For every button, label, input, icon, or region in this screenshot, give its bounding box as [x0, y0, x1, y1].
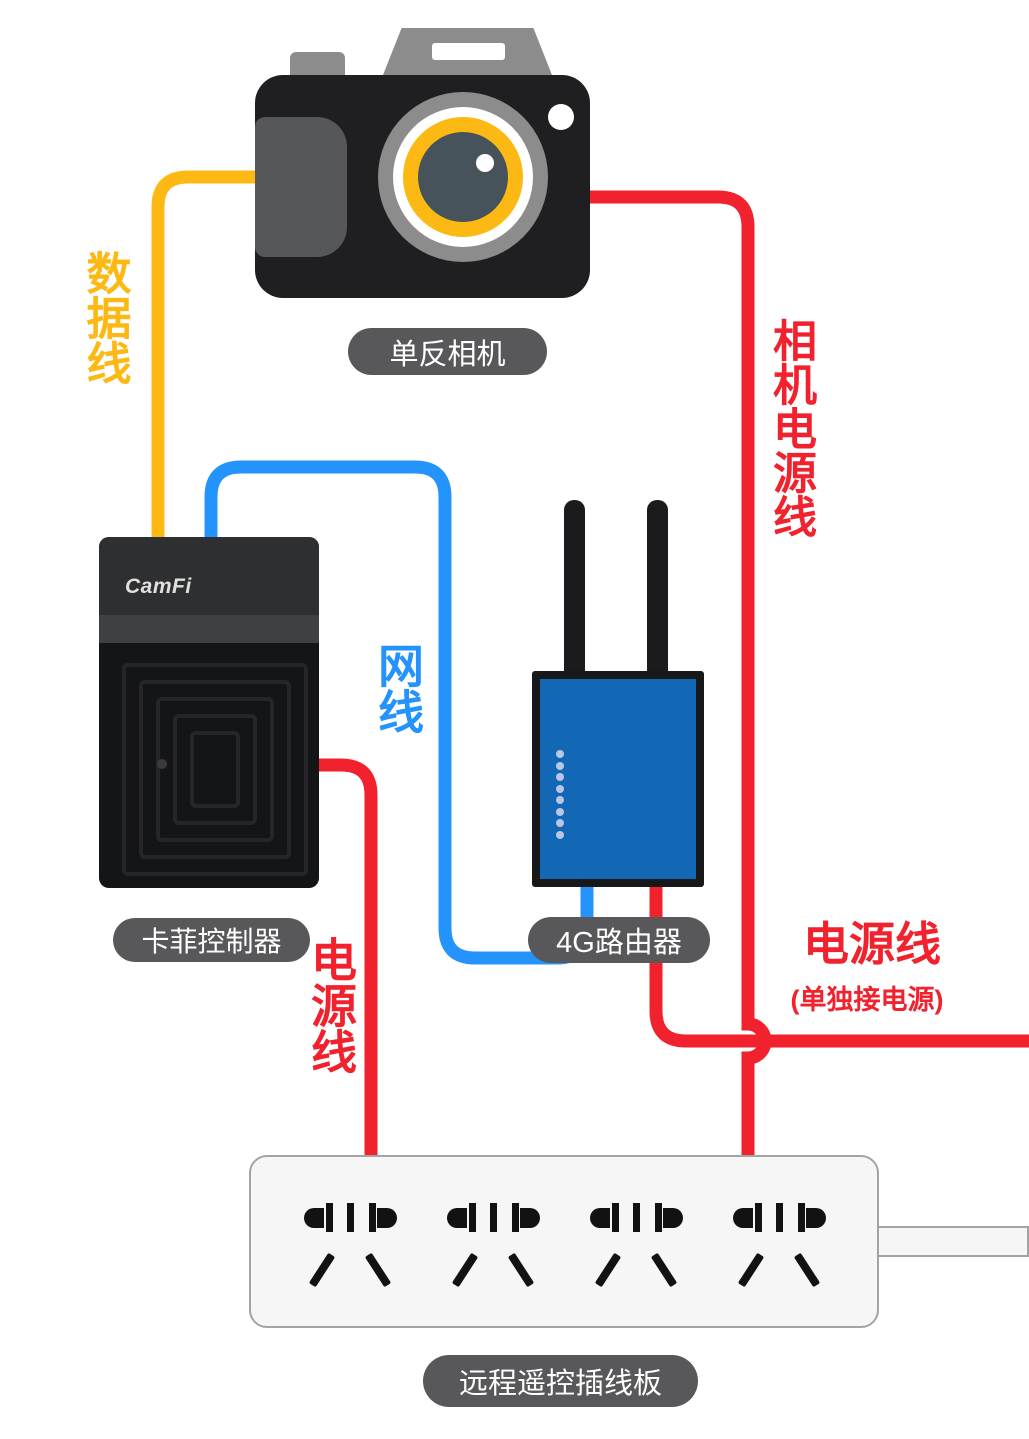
socket-pin [308, 1252, 336, 1288]
camfi-pattern-dot [157, 759, 167, 769]
socket-pin [304, 1208, 324, 1228]
camera-grip [255, 117, 347, 257]
router-antenna-left [564, 500, 585, 678]
power-strip-cord [877, 1226, 1029, 1257]
socket-pin [650, 1252, 678, 1288]
router-led [556, 773, 564, 781]
socket-pin [755, 1203, 762, 1232]
router-led [556, 808, 564, 816]
router-led [556, 796, 564, 804]
socket-unit [590, 1203, 683, 1288]
router-label-pill: 4G路由器 [528, 917, 710, 963]
lens-glass [418, 132, 508, 222]
network-cable-label: 网线 [372, 642, 424, 734]
socket-unit [304, 1203, 397, 1288]
socket-pin [512, 1203, 519, 1232]
camfi-pattern-ring [156, 697, 274, 842]
socket-pin [469, 1203, 476, 1232]
socket-pin [326, 1203, 333, 1232]
router-power-cable-label: 电源线 [803, 918, 941, 970]
camfi-pattern-ring [122, 663, 308, 876]
camera-label-pill: 单反相机 [348, 328, 547, 375]
router-antenna-right [647, 500, 668, 678]
socket-pin [490, 1203, 497, 1232]
socket-pin [590, 1208, 610, 1228]
camfi-pattern-ring [173, 714, 257, 825]
socket-pin [806, 1208, 826, 1228]
socket-pin [447, 1208, 467, 1228]
socket-pin [663, 1208, 683, 1228]
data-cable-label: 数据线 [79, 250, 131, 385]
socket-pin [369, 1203, 376, 1232]
socket-pin [776, 1203, 783, 1232]
socket-pin [347, 1203, 354, 1232]
socket-pin [507, 1252, 535, 1288]
router-led [556, 819, 564, 827]
router-led [556, 785, 564, 793]
router-power-cable-sublabel: (单独接电源) [790, 985, 944, 1015]
camfi-band [99, 615, 319, 643]
socket-pin [377, 1208, 397, 1228]
router-led [556, 762, 564, 770]
socket-pin [798, 1203, 805, 1232]
camfi-controller: CamFi [99, 537, 319, 888]
camera-dial [290, 52, 345, 75]
camera-button [548, 104, 574, 130]
socket-unit [733, 1203, 826, 1288]
socket-unit [447, 1203, 540, 1288]
socket-pin [793, 1252, 821, 1288]
camfi-label-pill: 卡菲控制器 [113, 918, 310, 962]
lens-highlight [476, 154, 494, 172]
power-strip [249, 1155, 879, 1328]
camfi-top-panel [99, 537, 319, 615]
router-led [556, 831, 564, 839]
camera-power-cable-label: 相机电源线 [766, 318, 815, 538]
camera-hotshoe [432, 43, 505, 60]
socket-pin [594, 1252, 622, 1288]
router-led [556, 750, 564, 758]
socket-pin [737, 1252, 765, 1288]
socket-pin [633, 1203, 640, 1232]
powerstrip-label-pill: 远程遥控插线板 [423, 1355, 698, 1407]
socket-pin [520, 1208, 540, 1228]
camfi-pattern-ring [190, 731, 240, 808]
router-power-cable-line [649, 884, 1029, 1048]
router-body [532, 671, 704, 887]
camfi-logo: CamFi [125, 575, 192, 598]
camera-prism [383, 28, 552, 75]
socket-pin [733, 1208, 753, 1228]
socket-pin [612, 1203, 619, 1232]
socket-pin [364, 1252, 392, 1288]
camfi-pattern-ring [139, 680, 291, 859]
data-cable-line [151, 170, 258, 545]
socket-pin [451, 1252, 479, 1288]
socket-pin [655, 1203, 662, 1232]
camera-power-cable-line [585, 190, 772, 1155]
camfi-power-cable-label: 电源线 [305, 936, 357, 1074]
camfi-power-cable-line [315, 758, 378, 1155]
